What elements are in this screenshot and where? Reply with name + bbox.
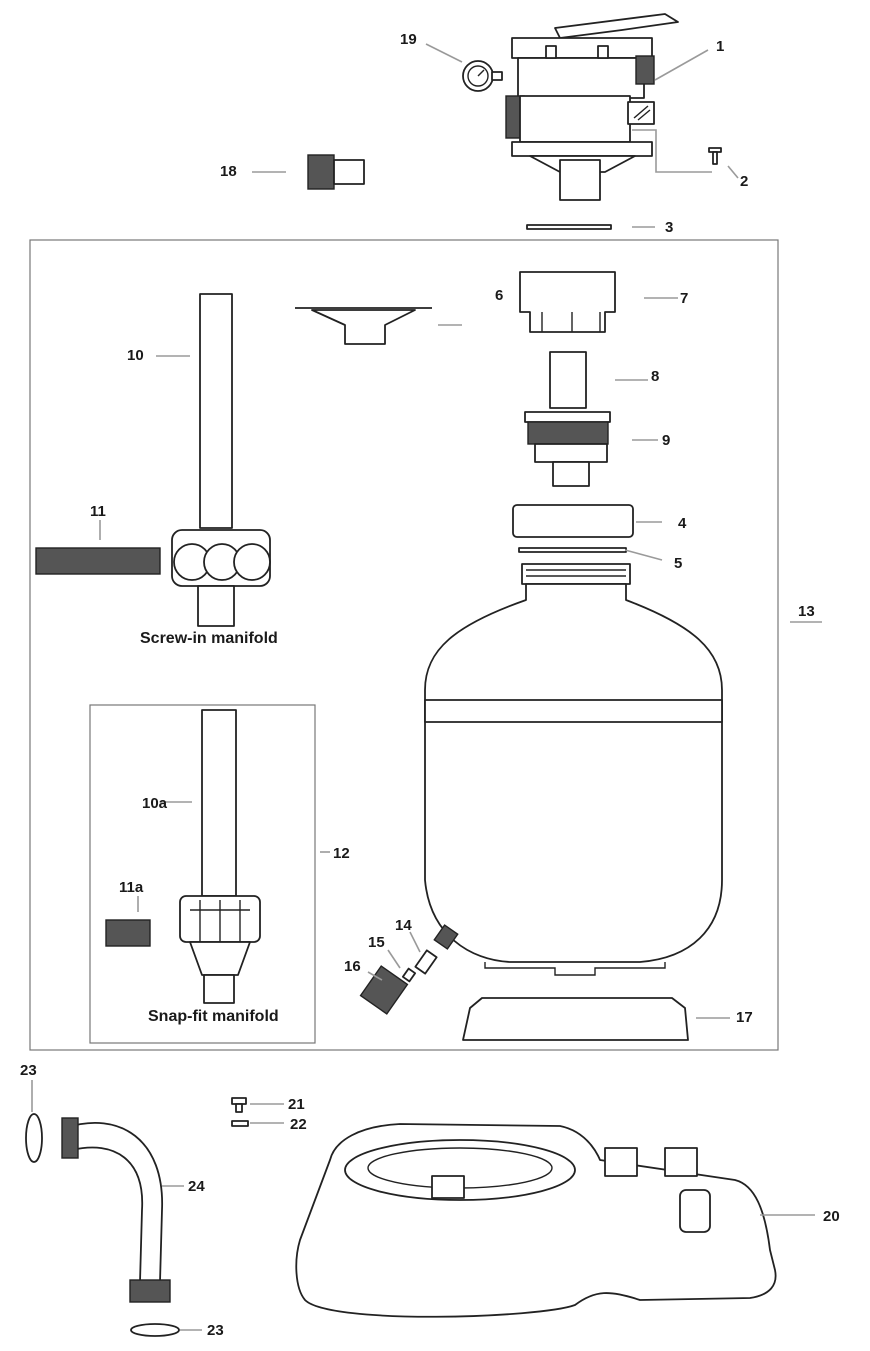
collar-tube [549, 351, 587, 409]
label-24: 24 [188, 1178, 205, 1195]
filter-tank [424, 563, 723, 976]
hose [61, 1117, 171, 1303]
screw [708, 147, 722, 165]
multiport-valve [505, 13, 679, 201]
o-ring-23-top [25, 1113, 43, 1163]
label-23-bottom: 23 [207, 1322, 224, 1339]
label-10: 10 [127, 347, 144, 364]
leader-lines [31, 43, 822, 1331]
label-21: 21 [288, 1096, 305, 1113]
label-18: 18 [220, 163, 237, 180]
label-19: 19 [400, 31, 417, 48]
seal-part-22 [231, 1120, 249, 1127]
label-12: 12 [333, 845, 350, 862]
label-14: 14 [395, 917, 412, 934]
label-20: 20 [823, 1208, 840, 1225]
o-ring-5 [518, 547, 627, 553]
label-23-top: 23 [20, 1062, 37, 1079]
label-17: 17 [736, 1009, 753, 1026]
label-6: 6 [495, 287, 503, 304]
label-11a: 11a [119, 879, 144, 896]
screw-in-manifold [35, 293, 271, 627]
drain-valve-set [359, 924, 459, 1015]
label-7: 7 [680, 290, 688, 307]
pressure-gauge [462, 60, 503, 92]
o-ring-23-bottom [130, 1323, 180, 1337]
o-ring-3 [526, 224, 612, 230]
label-8: 8 [651, 368, 659, 385]
label-10a: 10a [142, 795, 168, 812]
caption-screw-in-manifold: Screw-in manifold [140, 630, 278, 647]
tank-base-ring [462, 997, 689, 1041]
label-22: 22 [290, 1116, 307, 1133]
label-4: 4 [678, 515, 687, 532]
snap-fit-manifold [105, 709, 261, 1004]
label-15: 15 [368, 934, 385, 951]
snap-fit-frame [89, 704, 316, 1044]
label-16: 16 [344, 958, 361, 975]
upper-strainer [519, 271, 616, 333]
label-13: 13 [798, 603, 815, 620]
label-9: 9 [662, 432, 670, 449]
screw-leader [632, 129, 712, 173]
filter-assembly-frame [29, 239, 779, 1051]
pump-base [295, 1123, 777, 1318]
diffuser [295, 307, 432, 345]
label-3: 3 [665, 219, 673, 236]
label-11: 11 [90, 503, 106, 520]
adapter-fitting [307, 154, 365, 190]
label-1: 1 [716, 38, 724, 55]
tank-collar [512, 504, 634, 538]
caption-snap-fit-manifold: Snap-fit manifold [148, 1008, 279, 1025]
cap-part-21 [231, 1097, 247, 1113]
label-5: 5 [674, 555, 682, 572]
label-2: 2 [740, 173, 748, 190]
adapter-collar [524, 411, 611, 487]
